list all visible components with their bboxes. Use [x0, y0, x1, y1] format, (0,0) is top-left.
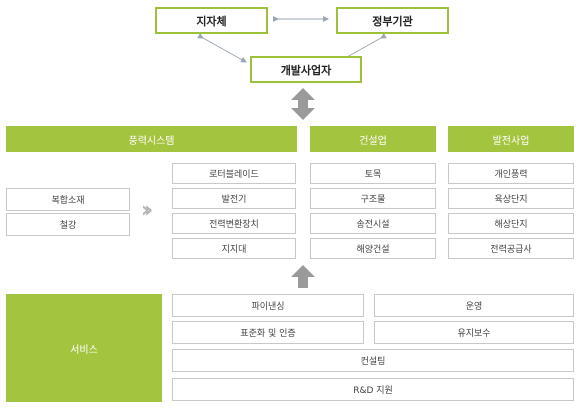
double-chevron-right-icon: ›› [141, 198, 153, 223]
construction-header: 건설업 [310, 126, 436, 152]
local-government-label: 지자체 [196, 14, 227, 28]
component-generator: 발전기 [172, 188, 296, 209]
construction-structure: 구조물 [310, 188, 436, 209]
power-supplier: 전력공급사 [448, 238, 574, 259]
arrow-local-developer [197, 32, 247, 63]
local-government-box: 지자체 [155, 7, 268, 34]
power-onshore: 육상단지 [448, 188, 574, 209]
up-arrow-icon [291, 265, 315, 288]
component-power-converter: 전력변환장치 [172, 213, 296, 234]
service-financing: 파이낸싱 [172, 294, 364, 317]
service-label: 서비스 [70, 344, 98, 356]
double-arrow-icon [291, 88, 315, 120]
developer-label: 개발사업자 [280, 63, 332, 77]
component-support: 지지대 [172, 238, 296, 259]
developer-box: 개발사업자 [250, 56, 362, 83]
wind-system-header: 풍력시스템 [6, 126, 297, 152]
construction-civil: 토목 [310, 163, 436, 184]
service-operation: 운영 [374, 294, 574, 317]
service-block: 서비스 [6, 294, 162, 402]
construction-marine: 해양건설 [310, 238, 436, 259]
central-government-box: 정부기관 [336, 7, 449, 34]
power-personal: 개인풍력 [448, 163, 574, 184]
power-offshore: 해상단지 [448, 213, 574, 234]
power-business-header: 발전사업 [448, 126, 574, 152]
material-steel: 철강 [6, 213, 130, 236]
construction-transmission: 송전시설 [310, 213, 436, 234]
central-government-label: 정부기관 [372, 14, 413, 28]
service-rnd-support: R&D 지원 [172, 378, 574, 401]
service-consulting: 컨설팅 [172, 349, 574, 372]
service-standardization: 표준화 및 인증 [172, 321, 364, 344]
material-composite: 복합소재 [6, 188, 130, 211]
component-rotor-blade: 로터블레이드 [172, 163, 296, 184]
service-maintenance: 유지보수 [374, 321, 574, 344]
